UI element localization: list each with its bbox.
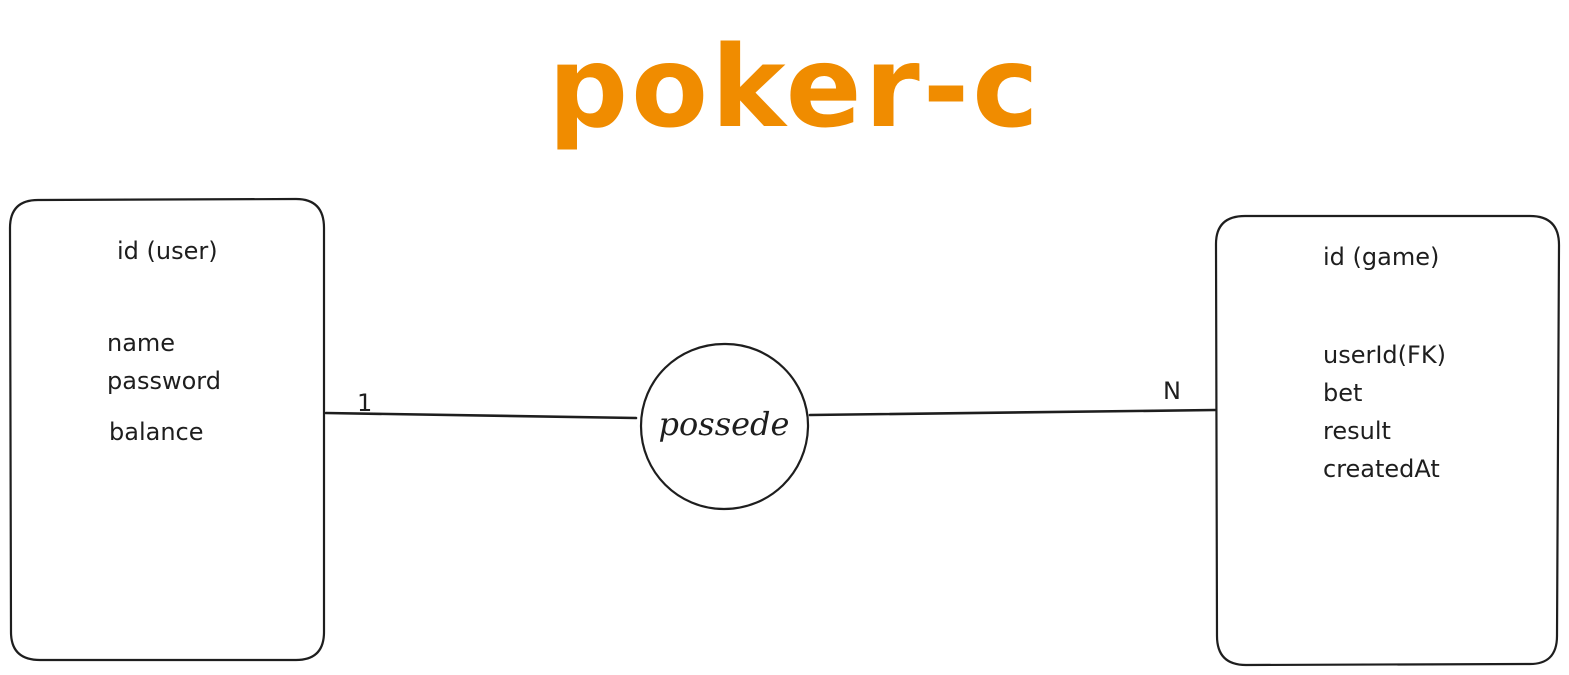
- relationship-label: possede: [658, 405, 790, 443]
- cardinality-right: N: [1163, 377, 1181, 405]
- game-attribute-createdat: createdAt: [1323, 455, 1440, 483]
- cardinality-left: 1: [357, 389, 373, 417]
- connector-right: [808, 408, 1217, 417]
- relationship-circle[interactable]: [639, 342, 810, 511]
- user-attribute-password: password: [107, 367, 221, 395]
- connector-left: [324, 411, 638, 420]
- user-attribute-name: name: [107, 329, 176, 357]
- game-attribute-bet: bet: [1323, 379, 1363, 407]
- diagram-title: poker-c: [548, 23, 1042, 153]
- user-primary-key: id (user): [117, 237, 218, 265]
- game-attribute-userid: userId(FK): [1323, 341, 1446, 369]
- user-attribute-balance: balance: [109, 418, 204, 446]
- game-attribute-result: result: [1323, 417, 1391, 445]
- game-entity-box[interactable]: [1214, 214, 1561, 667]
- game-primary-key: id (game): [1323, 243, 1440, 271]
- user-entity-box[interactable]: [8, 197, 326, 662]
